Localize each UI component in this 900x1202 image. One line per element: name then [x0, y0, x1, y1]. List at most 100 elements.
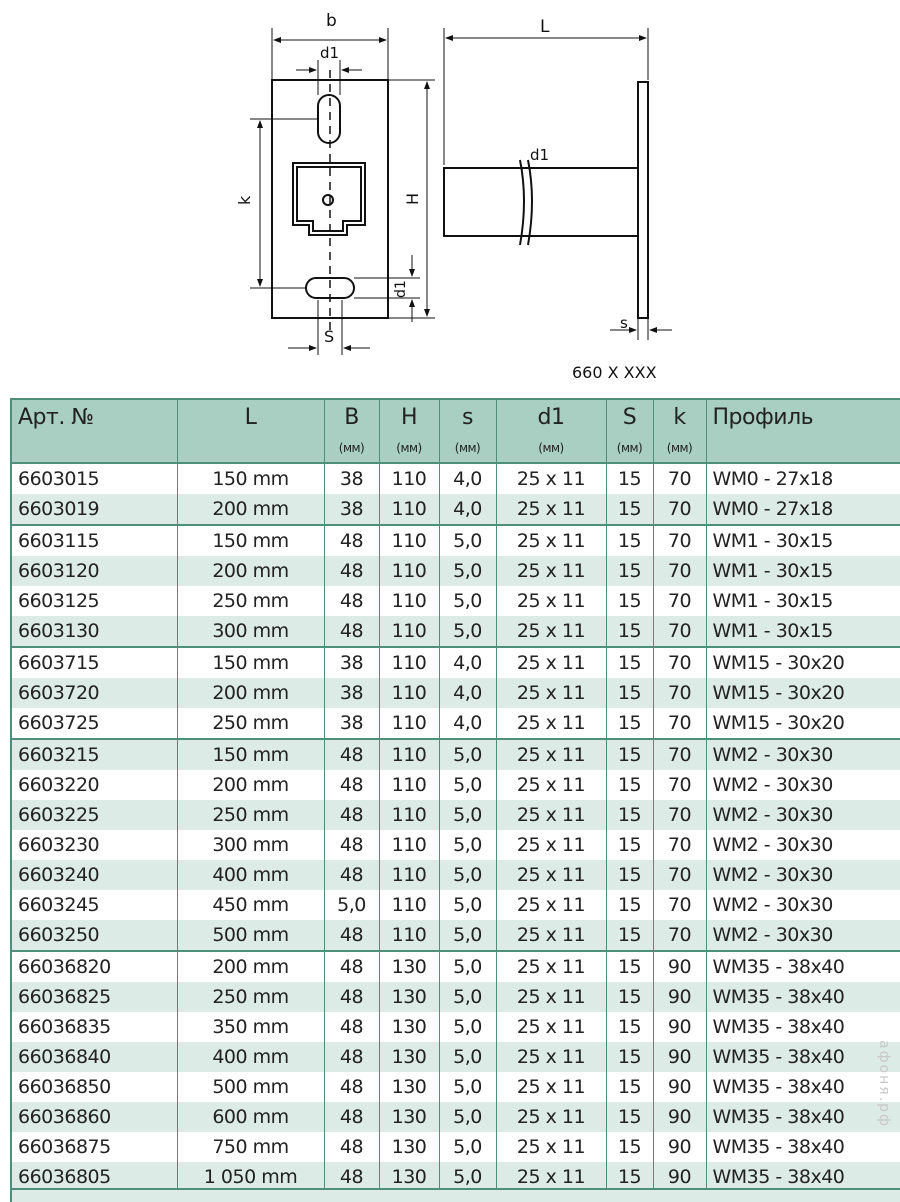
table-cell: 15 [605, 920, 653, 951]
table-cell: 15 [605, 678, 653, 708]
table-cell: 90 [652, 1072, 706, 1102]
label-S: S [324, 327, 334, 346]
table-cell: 6603230 [10, 830, 177, 860]
table-cell: 130 [378, 1132, 439, 1162]
table-cell: 400 mm [176, 1042, 324, 1072]
table-cell: 110 [378, 463, 439, 494]
table-cell: 70 [652, 494, 706, 525]
column-header: H [378, 398, 439, 434]
table-cell: 5,0 [438, 770, 496, 800]
table-cell: 110 [378, 890, 439, 920]
table-cell: 130 [378, 1102, 439, 1132]
table-cell: 25 x 11 [495, 708, 606, 739]
table-cell: 6603250 [10, 920, 177, 951]
table-cell: 66036825 [10, 982, 177, 1012]
table-cell: 250 mm [176, 708, 324, 739]
column-unit [10, 434, 177, 464]
column-unit: (мм) [605, 434, 653, 464]
table-cell: 110 [378, 586, 439, 616]
table-cell: 130 [378, 950, 439, 982]
table-cell: 48 [323, 524, 379, 556]
table-cell: 15 [605, 982, 653, 1012]
table-cell: 15 [605, 463, 653, 494]
column-header: L [176, 398, 324, 434]
table-cell: 15 [605, 494, 653, 525]
table-cell: 48 [323, 982, 379, 1012]
table-cell: 70 [652, 463, 706, 494]
label-L: L [540, 17, 550, 37]
label-d1-top: d1 [320, 44, 339, 62]
table-cell: 48 [323, 770, 379, 800]
table-cell: 15 [605, 1072, 653, 1102]
table-cell: 200 mm [176, 678, 324, 708]
table-cell: WM1 - 30x15 [705, 586, 900, 616]
table-cell: 70 [652, 890, 706, 920]
table-cell: 6603019 [10, 494, 177, 525]
table-cell: 110 [378, 678, 439, 708]
table-cell: 70 [652, 800, 706, 830]
table-cell: 500 mm [176, 920, 324, 951]
table-cell: 6603245 [10, 890, 177, 920]
table-cell: 5,0 [438, 1132, 496, 1162]
table-cell: 110 [378, 616, 439, 647]
column-unit [176, 434, 324, 464]
table-cell: 4,0 [438, 494, 496, 525]
table-cell: 200 mm [176, 770, 324, 800]
column-header: k [652, 398, 706, 434]
table-cell: 5,0 [438, 920, 496, 951]
table-cell: 38 [323, 463, 379, 494]
table-cell: 5,0 [438, 860, 496, 890]
table-cell: 15 [605, 708, 653, 739]
table-cell: 15 [605, 800, 653, 830]
table-cell: 15 [605, 738, 653, 770]
table-cell: 110 [378, 708, 439, 739]
table-cell: 48 [323, 1072, 379, 1102]
table-cell: 5,0 [438, 1102, 496, 1132]
column-unit: (мм) [495, 434, 606, 464]
table-cell: 5,0 [438, 830, 496, 860]
table-cell: 48 [323, 1102, 379, 1132]
table-cell: 4,0 [438, 708, 496, 739]
table-cell: 400 mm [176, 860, 324, 890]
label-H: H [403, 193, 422, 205]
table-cell: WM0 - 27x18 [705, 463, 900, 494]
table-cell: 200 mm [176, 556, 324, 586]
table-cell: 90 [652, 1162, 706, 1192]
table-cell: 48 [323, 860, 379, 890]
table-cell: 5,0 [438, 890, 496, 920]
table-cell: 25 x 11 [495, 616, 606, 647]
table-cell: 90 [652, 1012, 706, 1042]
table-cell: 250 mm [176, 982, 324, 1012]
table-cell: 300 mm [176, 616, 324, 647]
table-cell: 48 [323, 830, 379, 860]
table-cell: 110 [378, 524, 439, 556]
table-cell: 300 mm [176, 830, 324, 860]
table-cell: 6603115 [10, 524, 177, 556]
table-cell: WM35 - 38x40 [705, 1042, 900, 1072]
table-cell: 25 x 11 [495, 738, 606, 770]
label-b: b [326, 11, 337, 31]
table-cell: 66036850 [10, 1072, 177, 1102]
column-unit: (мм) [438, 434, 496, 464]
column-unit: (мм) [652, 434, 706, 464]
table-cell: 38 [323, 494, 379, 525]
table-cell: 4,0 [438, 678, 496, 708]
table-cell: 25 x 11 [495, 556, 606, 586]
table-cell: 110 [378, 830, 439, 860]
table-cell: 130 [378, 1162, 439, 1192]
table-cell: 48 [323, 556, 379, 586]
table-cell: 5,0 [438, 1042, 496, 1072]
table-cell: 110 [378, 556, 439, 586]
table-cell: 25 x 11 [495, 830, 606, 860]
table-cell: 70 [652, 860, 706, 890]
